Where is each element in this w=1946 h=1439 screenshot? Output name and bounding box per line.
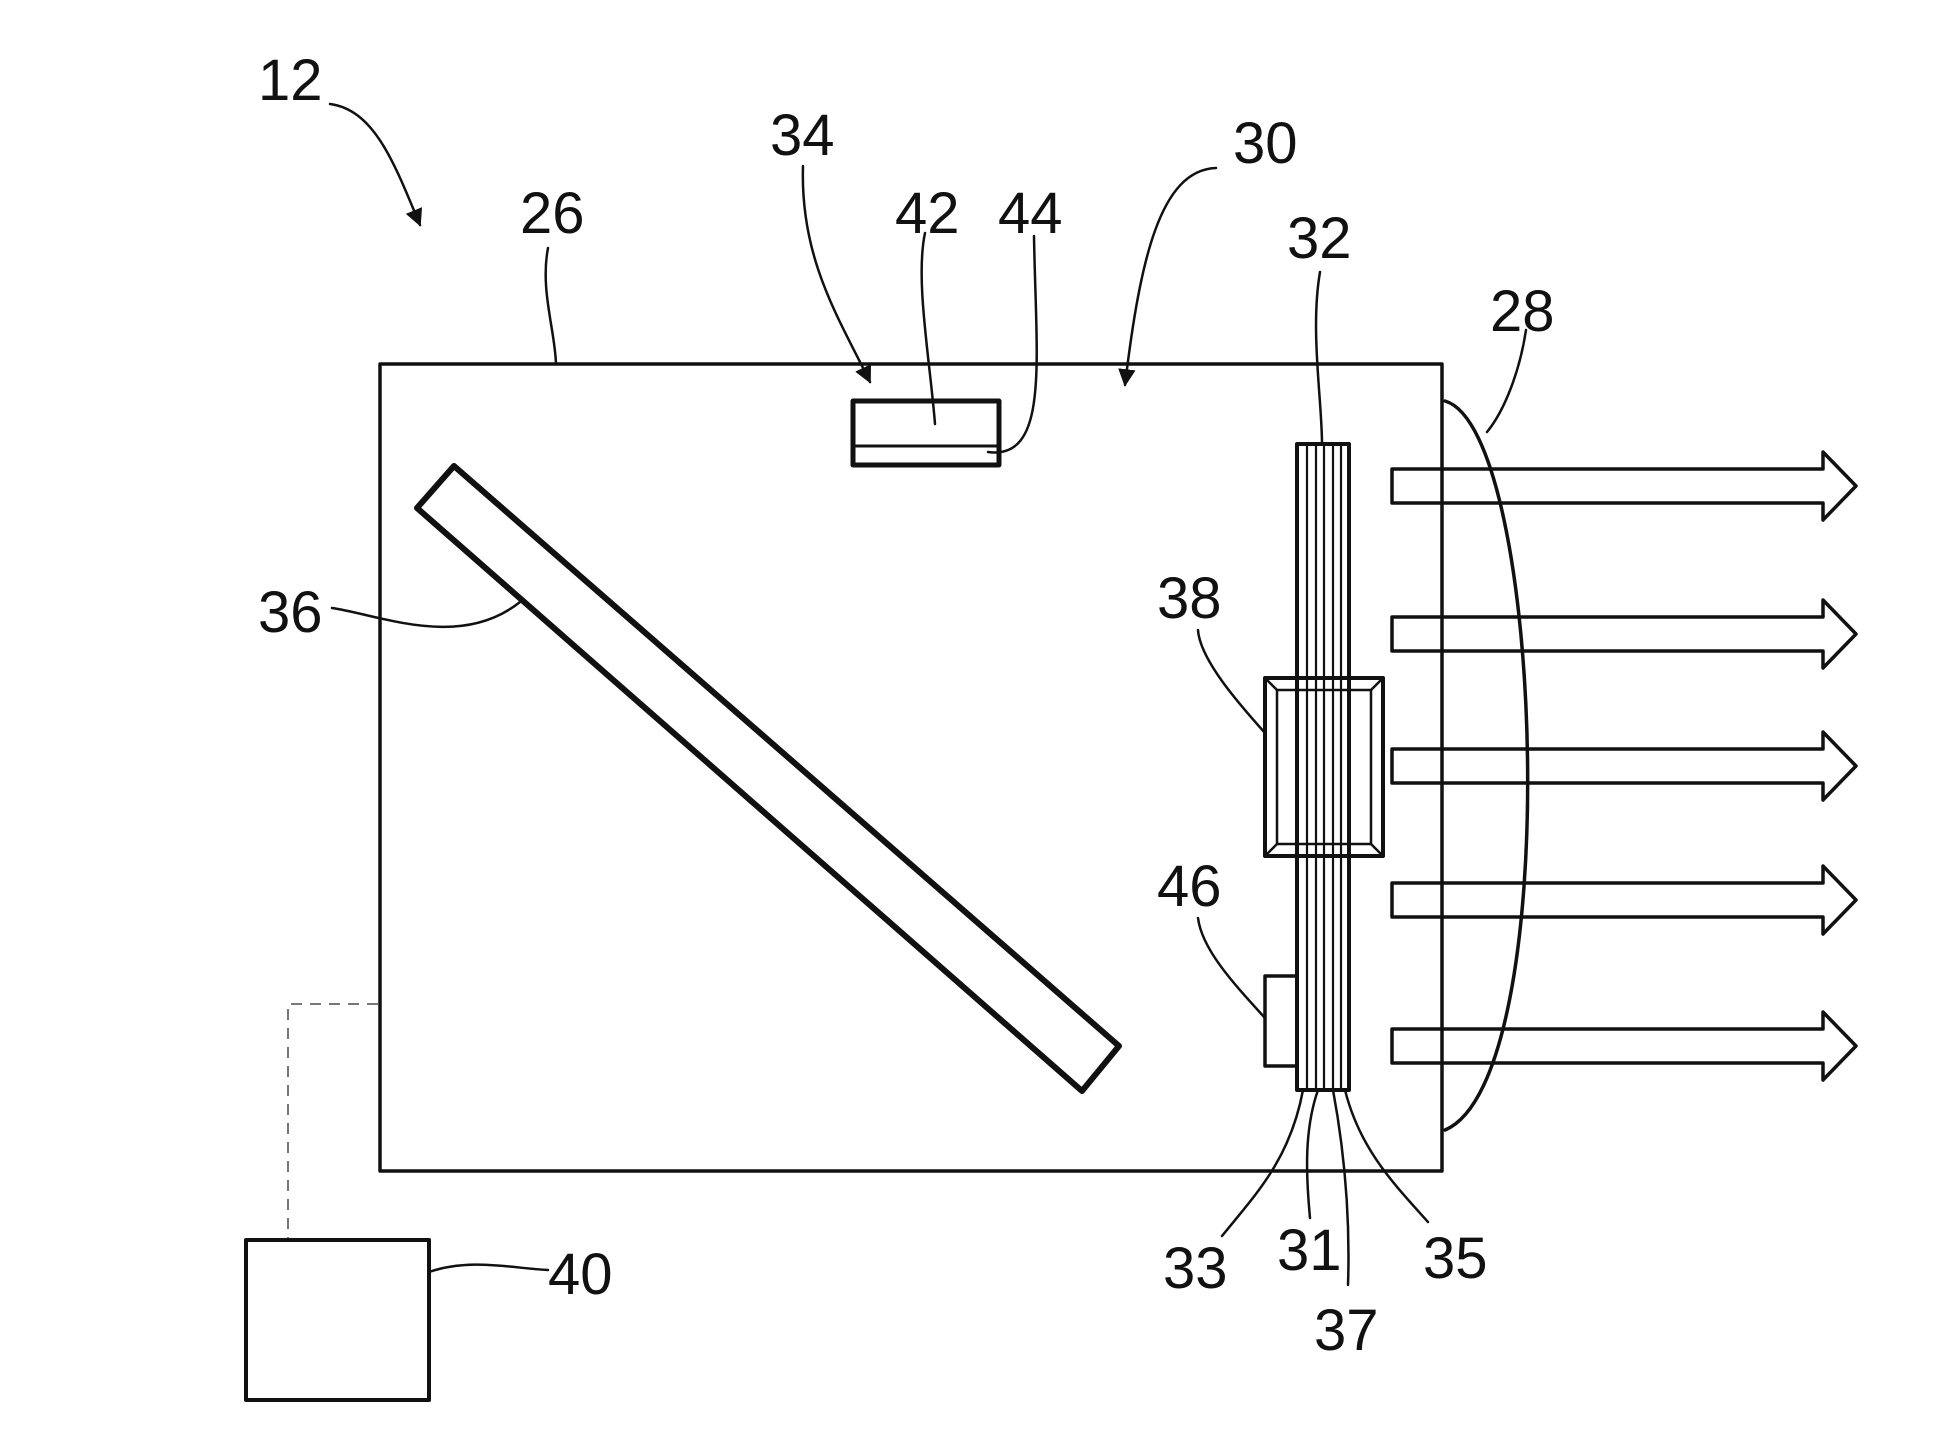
label-36: 36 [258,580,323,645]
leader-40 [429,1265,548,1272]
lens-28 [1445,401,1528,1130]
mirror-36 [417,466,1119,1091]
leader-30 [1125,168,1216,385]
emitted-arrow [1392,452,1856,520]
label-34: 34 [770,103,835,168]
leader-34 [803,166,870,382]
leader-32 [1316,272,1322,444]
label-26: 26 [520,181,585,246]
label-31: 31 [1277,1218,1342,1283]
leader-33 [1222,1090,1303,1236]
leader-31 [1307,1090,1318,1218]
leader-44 [988,236,1037,452]
leader-35 [1345,1090,1428,1222]
emitted-arrow [1392,600,1856,668]
label-37: 37 [1314,1298,1379,1363]
label-28: 28 [1490,279,1555,344]
emitted-light-arrows [1392,452,1856,1080]
panel-32 [1297,444,1349,1090]
label-30: 30 [1233,111,1298,176]
leader-28 [1487,330,1526,432]
leader-42 [922,233,935,424]
element-46 [1265,976,1297,1066]
label-35: 35 [1423,1226,1488,1291]
sensor-34 [853,401,999,465]
label-32: 32 [1287,206,1352,271]
emitted-arrow [1392,1012,1856,1080]
label-46: 46 [1157,854,1222,919]
label-40: 40 [548,1242,613,1307]
label-33: 33 [1163,1236,1228,1301]
label-12: 12 [258,48,323,113]
leader-12 [330,104,420,225]
label-44: 44 [998,181,1063,246]
controller-box-40 [246,1240,429,1400]
label-42: 42 [895,181,960,246]
leader-38 [1198,630,1265,733]
housing-26 [380,364,1442,1171]
leader-36 [332,602,520,627]
label-38: 38 [1157,566,1222,631]
dashed-connection-line [288,1004,378,1240]
emitted-arrow [1392,866,1856,934]
emitted-arrow [1392,732,1856,800]
leader-46 [1198,918,1265,1018]
leader-26 [546,248,556,364]
